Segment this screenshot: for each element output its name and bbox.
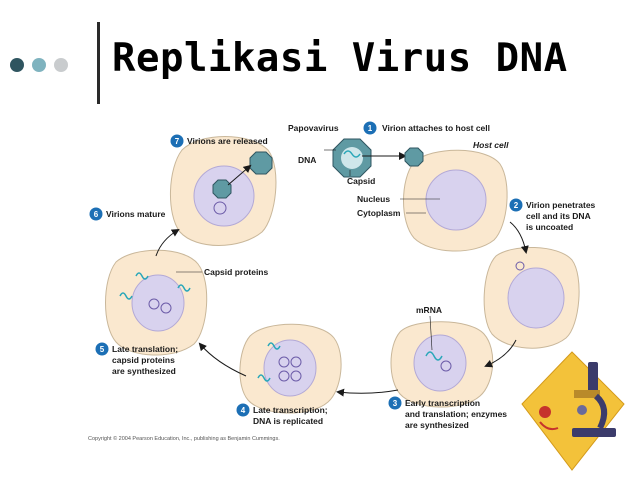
slide-title: Replikasi Virus DNA (112, 36, 568, 81)
step-5-line-3: are synthesized (112, 366, 176, 376)
uncoated-dna-icon (515, 261, 525, 271)
maturing-virion-icon (212, 179, 232, 199)
step-4-number: 4 (241, 406, 246, 415)
step-6-line-1: Virions mature (106, 209, 166, 219)
label-cytoplasm: Cytoplasm (357, 208, 401, 218)
cell-step-2 (483, 247, 580, 349)
step-5-line-1: Late translation; (112, 344, 178, 354)
step-4: 4 Late transcription; DNA is replicated (236, 403, 328, 426)
step-7-line-1: Virions are released (187, 136, 268, 146)
step-7: 7 Virions are released (170, 134, 268, 148)
step-5-line-2: capsid proteins (112, 355, 175, 365)
step-4-line-1: Late transcription; (253, 405, 328, 415)
step-2-line-1: Virion penetrates (526, 200, 596, 210)
label-host-cell: Host cell (473, 140, 509, 150)
cell-step-3 (390, 321, 494, 408)
step-2-number: 2 (514, 201, 519, 210)
dot-dark (10, 58, 24, 72)
virion-attached-icon (404, 147, 424, 167)
label-dna: DNA (298, 155, 316, 165)
cell-step-5 (105, 249, 208, 356)
label-papovavirus: Papovavirus (288, 123, 339, 133)
step-2-line-2: cell and its DNA (526, 211, 591, 221)
bullet-dots-decoration (10, 58, 90, 74)
papovavirus-illustration (332, 138, 372, 178)
step-3: 3 Early transcription and translation; e… (388, 396, 507, 430)
label-mrna: mRNA (416, 305, 442, 315)
cell-step-1 (403, 149, 508, 252)
step-3-number: 3 (393, 399, 398, 408)
step-7-number: 7 (175, 137, 180, 146)
step-3-line-2: and translation; enzymes (405, 409, 507, 419)
step-3-line-3: are synthesized (405, 420, 469, 430)
step-2-line-3: is uncoated (526, 222, 573, 232)
step-4-line-2: DNA is replicated (253, 416, 323, 426)
label-capsid: Capsid (347, 176, 375, 186)
step-3-line-1: Early transcription (405, 398, 480, 408)
dot-mid (32, 58, 46, 72)
replicated-dna-icon (257, 342, 302, 382)
step-5-number: 5 (100, 345, 105, 354)
capsid-protein-synthesis-icon (119, 272, 191, 314)
copyright-note: Copyright © 2004 Pearson Education, Inc.… (88, 435, 280, 442)
microscope-clipart-icon (521, 351, 625, 471)
label-capsid-proteins: Capsid proteins (204, 267, 269, 277)
step-2: 2 Virion penetrates cell and its DNA is … (509, 198, 596, 232)
step-6: 6 Virions mature (89, 207, 166, 221)
step-5: 5 Late translation; capsid proteins are … (95, 342, 178, 376)
step-1-line-1: Virion attaches to host cell (382, 123, 490, 133)
step-6-number: 6 (94, 210, 99, 219)
mrna-strand-icon (425, 351, 443, 361)
step-1: 1 Virion attaches to host cell (363, 121, 490, 135)
title-divider (97, 22, 100, 104)
dot-light (54, 58, 68, 72)
step-1-number: 1 (368, 124, 373, 133)
released-virion-icon (249, 151, 273, 175)
cell-step-4 (239, 323, 342, 414)
label-nucleus: Nucleus (357, 194, 390, 204)
